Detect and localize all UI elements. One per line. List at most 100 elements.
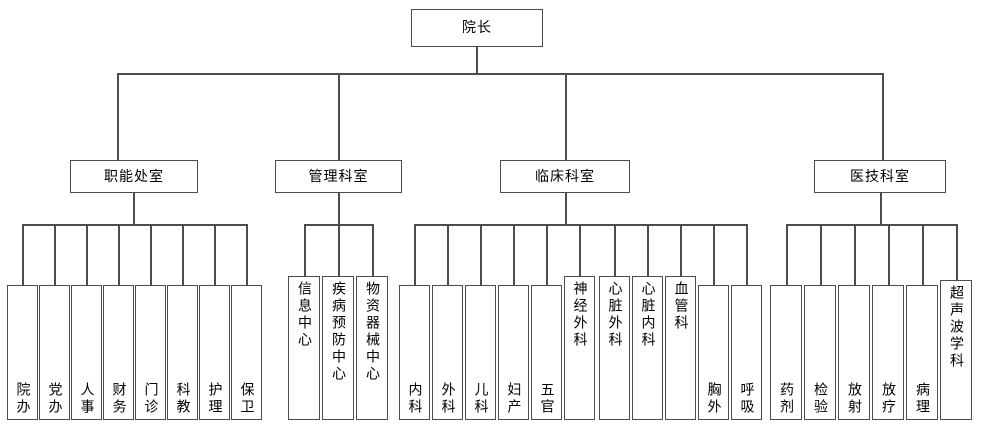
node-leaf-xinzang-neike[interactable]: 心脏内科 bbox=[632, 276, 663, 420]
node-leaf-wai-ke[interactable]: 外科 bbox=[432, 285, 463, 420]
connector-drop-leaf-4-5 bbox=[922, 224, 924, 285]
connector-drop-leaf-1-3 bbox=[86, 224, 88, 285]
connector-children-bus-branch-1 bbox=[22, 224, 246, 226]
connector-drop-leaf-3-11 bbox=[746, 224, 748, 285]
node-branch-medical-technology-departments[interactable]: 医技科室 bbox=[814, 160, 946, 193]
node-leaf-xinxi-zhongxin[interactable]: 信息中心 bbox=[288, 276, 320, 420]
node-branch-clinical-departments[interactable]: 临床科室 bbox=[500, 160, 630, 193]
node-leaf-fang-liao[interactable]: 放疗 bbox=[872, 285, 904, 420]
connector-stem-branch-4 bbox=[880, 193, 882, 224]
node-leaf-3-1-label: 内科 bbox=[406, 382, 423, 416]
node-leaf-ke-jiao[interactable]: 科教 bbox=[167, 285, 198, 420]
node-leaf-2-1-label: 信息中心 bbox=[296, 281, 312, 349]
connector-drop-leaf-4-2 bbox=[820, 224, 822, 285]
node-leaf-ren-shi[interactable]: 人事 bbox=[71, 285, 102, 420]
node-leaf-3-3-label: 儿科 bbox=[472, 382, 489, 416]
node-leaf-men-zhen[interactable]: 门诊 bbox=[135, 285, 166, 420]
node-leaf-3-6-label: 神经外科 bbox=[571, 281, 588, 349]
node-leaf-wu-guan[interactable]: 五官 bbox=[531, 285, 562, 420]
connector-drop-leaf-3-5 bbox=[546, 224, 548, 285]
connector-drop-leaf-3-1 bbox=[414, 224, 416, 285]
node-leaf-fang-she[interactable]: 放射 bbox=[838, 285, 870, 420]
node-leaf-3-2-label: 外科 bbox=[439, 382, 456, 416]
node-leaf-1-1-label: 院办 bbox=[14, 382, 31, 416]
connector-drop-leaf-3-3 bbox=[480, 224, 482, 285]
node-leaf-er-ke[interactable]: 儿科 bbox=[465, 285, 496, 420]
node-leaf-jibing-yufang-zhongxin[interactable]: 疾病预防中心 bbox=[322, 276, 354, 420]
node-leaf-xiong-wai[interactable]: 胸外 bbox=[698, 285, 729, 420]
node-leaf-chaoshengbo-xueke[interactable]: 超声波学科 bbox=[940, 280, 972, 420]
connector-drop-branch-1 bbox=[117, 73, 119, 160]
connector-drop-leaf-2-2 bbox=[338, 224, 340, 276]
node-leaf-4-1-label: 药剂 bbox=[778, 382, 794, 416]
node-root-label: 院长 bbox=[462, 20, 492, 36]
connector-drop-leaf-3-8 bbox=[647, 224, 649, 276]
connector-drop-leaf-1-7 bbox=[214, 224, 216, 285]
node-leaf-4-2-label: 检验 bbox=[812, 382, 828, 416]
connector-drop-leaf-4-1 bbox=[786, 224, 788, 285]
connector-drop-branch-3 bbox=[565, 73, 567, 160]
connector-drop-branch-2 bbox=[338, 73, 340, 160]
node-leaf-3-7-label: 心脏外科 bbox=[606, 281, 623, 349]
node-leaf-3-8-label: 心脏内科 bbox=[639, 281, 656, 349]
node-leaf-4-3-label: 放射 bbox=[846, 382, 862, 416]
connector-drop-leaf-3-6 bbox=[579, 224, 581, 276]
node-branch-4-label: 医技科室 bbox=[850, 168, 910, 185]
connector-drop-branch-4 bbox=[882, 73, 884, 160]
node-leaf-4-6-label: 超声波学科 bbox=[948, 285, 964, 370]
node-leaf-4-4-label: 放疗 bbox=[880, 382, 896, 416]
node-leaf-fu-chan[interactable]: 妇产 bbox=[498, 285, 529, 420]
node-branch-functional-offices[interactable]: 职能处室 bbox=[70, 160, 198, 193]
node-branch-2-label: 管理科室 bbox=[308, 168, 369, 185]
node-leaf-yao-ji[interactable]: 药剂 bbox=[770, 285, 802, 420]
node-leaf-1-5-label: 门诊 bbox=[142, 382, 159, 416]
node-leaf-4-5-label: 病理 bbox=[914, 382, 930, 416]
connector-drop-leaf-3-4 bbox=[513, 224, 515, 285]
connector-drop-leaf-3-7 bbox=[614, 224, 616, 276]
node-leaf-3-11-label: 呼吸 bbox=[738, 382, 755, 416]
connector-drop-leaf-3-9 bbox=[680, 224, 682, 276]
node-leaf-3-4-label: 妇产 bbox=[505, 382, 522, 416]
node-leaf-3-5-label: 五官 bbox=[538, 382, 555, 416]
connector-drop-leaf-3-10 bbox=[713, 224, 715, 285]
node-leaf-hu-li[interactable]: 护理 bbox=[199, 285, 230, 420]
connector-drop-leaf-1-8 bbox=[246, 224, 248, 285]
node-leaf-yuan-ban[interactable]: 院办 bbox=[7, 285, 38, 420]
node-leaf-1-7-label: 护理 bbox=[206, 382, 223, 416]
connector-stem-branch-3 bbox=[565, 193, 567, 224]
node-leaf-wuzi-qixie-zhongxin[interactable]: 物资器械中心 bbox=[356, 276, 388, 420]
node-leaf-hu-xi[interactable]: 呼吸 bbox=[731, 285, 762, 420]
node-leaf-xueguan-ke[interactable]: 血管科 bbox=[665, 276, 696, 420]
node-branch-1-label: 职能处室 bbox=[104, 168, 164, 185]
node-leaf-bao-wei[interactable]: 保卫 bbox=[231, 285, 262, 420]
node-leaf-nei-ke[interactable]: 内科 bbox=[399, 285, 430, 420]
connector-drop-leaf-2-1 bbox=[304, 224, 306, 276]
node-leaf-3-10-label: 胸外 bbox=[705, 382, 722, 416]
node-leaf-2-2-label: 疾病预防中心 bbox=[330, 281, 346, 383]
connector-level2-bus bbox=[117, 73, 883, 75]
connector-drop-leaf-1-5 bbox=[150, 224, 152, 285]
node-leaf-3-9-label: 血管科 bbox=[672, 281, 689, 332]
connector-drop-leaf-3-2 bbox=[447, 224, 449, 285]
node-leaf-1-3-label: 人事 bbox=[78, 382, 95, 416]
node-leaf-cai-wu[interactable]: 财务 bbox=[103, 285, 134, 420]
node-branch-management-departments[interactable]: 管理科室 bbox=[275, 160, 402, 193]
connector-root-stem bbox=[476, 47, 478, 73]
node-leaf-1-8-label: 保卫 bbox=[238, 382, 255, 416]
connector-drop-leaf-1-2 bbox=[54, 224, 56, 285]
node-leaf-bing-li[interactable]: 病理 bbox=[906, 285, 938, 420]
node-root[interactable]: 院长 bbox=[411, 9, 543, 47]
node-leaf-jian-yan[interactable]: 检验 bbox=[804, 285, 836, 420]
node-branch-3-label: 临床科室 bbox=[535, 168, 595, 185]
node-leaf-1-6-label: 科教 bbox=[174, 382, 191, 416]
connector-stem-branch-2 bbox=[338, 193, 340, 224]
node-leaf-dang-ban[interactable]: 党办 bbox=[39, 285, 70, 420]
node-leaf-xinzang-waike[interactable]: 心脏外科 bbox=[599, 276, 630, 420]
node-leaf-1-2-label: 党办 bbox=[46, 382, 63, 416]
connector-drop-leaf-1-1 bbox=[22, 224, 24, 285]
connector-drop-leaf-4-3 bbox=[854, 224, 856, 285]
connector-stem-branch-1 bbox=[133, 193, 135, 224]
node-leaf-2-3-label: 物资器械中心 bbox=[364, 281, 380, 383]
node-leaf-shenjing-waike[interactable]: 神经外科 bbox=[564, 276, 595, 420]
